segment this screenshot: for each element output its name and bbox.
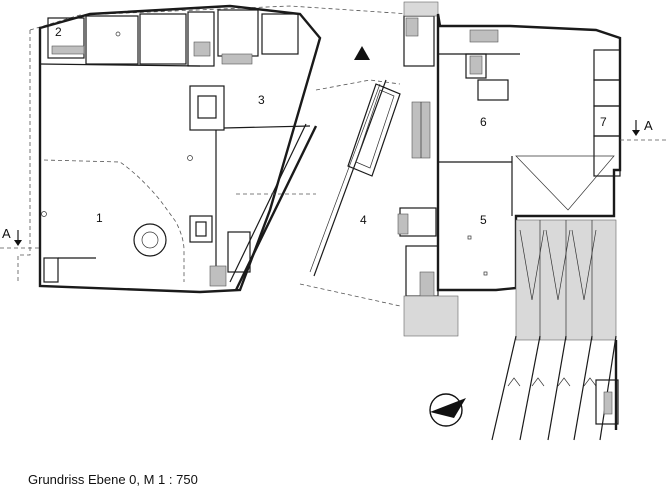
east-building xyxy=(436,13,622,441)
room-label-6: 6 xyxy=(480,115,487,129)
north-arrow-icon xyxy=(429,393,466,427)
plan-caption: Grundriss Ebene 0, M 1 : 750 xyxy=(28,472,198,487)
room-label-3: 3 xyxy=(258,93,265,107)
room-label-4: 4 xyxy=(360,213,367,227)
room-label-1: 1 xyxy=(96,211,103,225)
floor-plan: 1 2 3 4 5 6 7 A A xyxy=(0,1,669,441)
room-label-5: 5 xyxy=(480,213,487,227)
west-building xyxy=(17,4,411,294)
section-mark-left: A xyxy=(0,226,40,249)
room-label-2: 2 xyxy=(55,25,62,39)
svg-text:A: A xyxy=(2,226,11,241)
svg-text:A: A xyxy=(644,118,653,133)
entrance-triangle-icon xyxy=(354,46,370,60)
central-hall xyxy=(236,1,459,337)
section-mark-right: A xyxy=(620,118,669,141)
room-label-7: 7 xyxy=(600,115,607,129)
